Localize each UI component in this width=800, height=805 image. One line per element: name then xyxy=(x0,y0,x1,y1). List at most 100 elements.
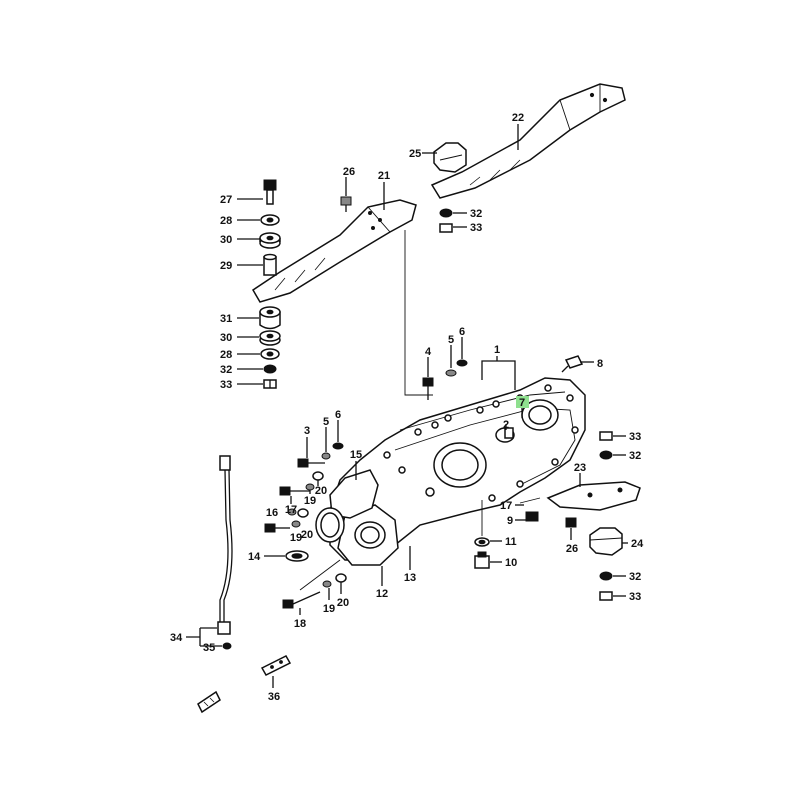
callout-22: 22 xyxy=(512,112,524,124)
callout-19-top: 19 xyxy=(304,495,316,507)
callout-33-top: 33 xyxy=(470,222,482,234)
screw-26-top xyxy=(340,196,352,212)
callout-33-left: 33 xyxy=(220,379,232,391)
bolt-3 xyxy=(297,458,325,468)
callout-7-highlight xyxy=(516,396,529,408)
bolt-4 xyxy=(422,377,434,400)
callout-31: 31 xyxy=(220,313,232,325)
washer-6-mid xyxy=(332,442,344,450)
callout-19-lower: 19 xyxy=(290,532,302,544)
washer-20-top xyxy=(312,471,324,481)
cushion-30-top xyxy=(259,232,281,249)
callout-8: 8 xyxy=(597,358,603,370)
bolt-17-lower xyxy=(287,508,297,516)
bolt-18 xyxy=(282,591,321,609)
callout-26-top: 26 xyxy=(343,166,355,178)
callout-23: 23 xyxy=(574,462,586,474)
bracket-21 xyxy=(251,199,417,303)
callout-6-mid: 6 xyxy=(335,409,341,421)
cable-34 xyxy=(217,455,233,635)
mount-24 xyxy=(589,527,623,556)
washer-19-top xyxy=(305,483,315,491)
callout-32-top: 32 xyxy=(470,208,482,220)
callout-19-bottom: 19 xyxy=(323,603,335,615)
cushion-31 xyxy=(259,306,281,330)
callout-33-right-bottom: 33 xyxy=(629,591,641,603)
nut-33-top xyxy=(439,223,453,233)
seal-14 xyxy=(285,550,309,562)
callout-36: 36 xyxy=(268,691,280,703)
washer-5-top xyxy=(445,369,457,377)
bolt-9 xyxy=(525,511,539,522)
callout-3: 3 xyxy=(304,425,310,437)
washer-32-right-bottom xyxy=(599,571,613,581)
callout-4: 4 xyxy=(425,346,432,358)
callout-7: 7 xyxy=(519,397,525,409)
plug-10 xyxy=(474,551,490,569)
nut-33-right-bottom xyxy=(599,591,613,601)
washer-19-bottom xyxy=(322,580,332,588)
callout-32-right-top: 32 xyxy=(629,450,641,462)
callout-5-top: 5 xyxy=(448,334,454,346)
callout-9: 9 xyxy=(507,515,513,527)
callout-15: 15 xyxy=(350,449,362,461)
callout-1: 1 xyxy=(494,344,500,356)
clip-36 xyxy=(260,655,292,676)
callout-11: 11 xyxy=(505,536,517,548)
bolt-17-right xyxy=(519,497,541,504)
nut-33-left xyxy=(263,379,277,389)
callout-6-top: 6 xyxy=(459,326,465,338)
callout-21: 21 xyxy=(378,170,390,182)
callout-2: 2 xyxy=(503,419,509,431)
callout-35: 35 xyxy=(203,642,215,654)
washer-5-mid xyxy=(321,452,331,460)
washer-28-bottom xyxy=(260,348,280,360)
callout-27: 27 xyxy=(220,194,232,206)
callout-20-mid: 20 xyxy=(301,529,313,541)
bracket-22 xyxy=(430,83,626,199)
washer-6-top xyxy=(456,359,468,367)
callout-20-bottom: 20 xyxy=(337,597,349,609)
washer-32-top xyxy=(439,208,453,218)
callout-13: 13 xyxy=(404,572,416,584)
sensor-8 xyxy=(561,355,584,373)
callouts: 22 25 32 33 26 21 27 28 30 29 31 30 xyxy=(170,112,644,703)
callout-10: 10 xyxy=(505,557,517,569)
gear-35 xyxy=(222,642,232,650)
screw-26-bottom xyxy=(565,517,577,528)
callout-25: 25 xyxy=(409,148,421,160)
callout-32-right-bottom: 32 xyxy=(629,571,641,583)
washer-20-mid xyxy=(297,508,309,518)
washer-11 xyxy=(474,537,490,547)
leader-housing-left xyxy=(299,559,341,591)
callout-28-top: 28 xyxy=(220,215,232,227)
bolt-16 xyxy=(264,523,290,533)
spacer-29 xyxy=(263,253,277,276)
washer-20-bottom xyxy=(335,573,347,583)
callout-32-left: 32 xyxy=(220,364,232,376)
washer-28-top xyxy=(260,214,280,226)
bolt-27 xyxy=(263,179,277,205)
callout-24: 24 xyxy=(631,538,644,550)
washer-32-left xyxy=(263,364,277,374)
nut-33-right-top xyxy=(599,431,613,441)
leader-21-housing xyxy=(404,230,433,396)
pin-2 xyxy=(504,427,514,439)
ring-15 xyxy=(315,507,345,543)
bracket-23 xyxy=(546,481,641,511)
washer-32-right-top xyxy=(599,450,613,460)
callout-30-top: 30 xyxy=(220,234,232,246)
callout-26-bottom: 26 xyxy=(566,543,578,555)
callout-34: 34 xyxy=(170,632,183,644)
callout-29: 29 xyxy=(220,260,232,272)
callout-17-top: 17 xyxy=(285,504,297,516)
washer-19-lower xyxy=(291,520,301,528)
bolt-17-top xyxy=(279,486,310,496)
callout-33-right-top: 33 xyxy=(629,431,641,443)
callout-20-top: 20 xyxy=(315,485,327,497)
callout-17-right: 17 xyxy=(500,500,512,512)
mount-25 xyxy=(433,142,467,173)
housing-main xyxy=(329,377,586,566)
callout-16: 16 xyxy=(266,507,278,519)
